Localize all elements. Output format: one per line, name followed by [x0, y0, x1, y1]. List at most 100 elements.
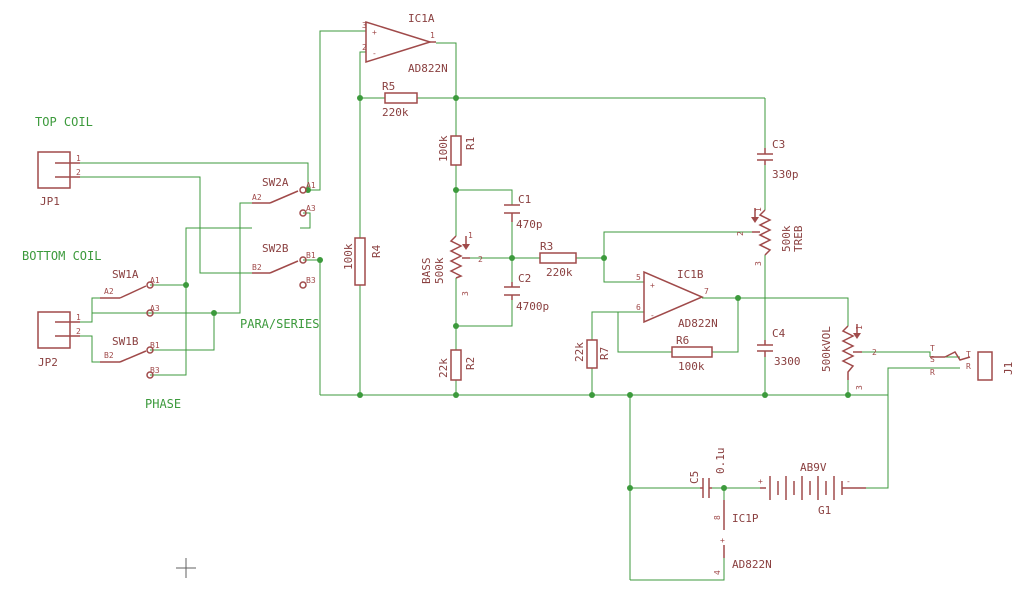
r1-label: R1 — [464, 137, 477, 150]
resistor-r7: 22k R7 — [573, 339, 611, 369]
jp1-label: JP1 — [40, 195, 60, 208]
bass-pin-2: 2 — [478, 255, 483, 264]
bass-pin-3: 3 — [461, 291, 470, 296]
ic1b-label: IC1B — [677, 268, 704, 281]
treb-pin-1: 1 — [754, 207, 763, 212]
treb-value: 500k — [780, 225, 793, 252]
bass-pin-1: 1 — [468, 231, 473, 240]
battery-plus: + — [758, 477, 763, 486]
r1-value: 100k — [437, 135, 450, 162]
capacitor-c1: C1 470p — [504, 193, 543, 231]
jp2-pin-1: 1 — [76, 313, 81, 322]
c2-label: C2 — [518, 272, 531, 285]
r5-value: 220k — [382, 106, 409, 119]
ic1p-plus: + — [720, 536, 725, 545]
net-label-bottom-coil: BOTTOM COIL — [22, 249, 101, 263]
opamp-ic1a: + - 3 2 1 IC1A AD822N — [362, 12, 448, 75]
j1-pin-t: T — [930, 344, 935, 353]
r3-label: R3 — [540, 240, 553, 253]
resistor-r6: R6 100k — [671, 334, 713, 373]
ic1b-pin-5: 5 — [636, 273, 641, 282]
ic1b-minus: - — [650, 311, 655, 320]
sw2a-label: SW2A — [262, 176, 289, 189]
ic1p-label: IC1P — [732, 512, 759, 525]
ic1p-pin-4: 4 — [713, 570, 722, 575]
ic1a-minus: - — [372, 49, 377, 58]
sw2b-pin-b1: B1 — [306, 251, 316, 260]
treb-pin-2: 2 — [736, 231, 745, 236]
ic1b-plus: + — [650, 281, 655, 290]
ic1b-pin-7: 7 — [704, 287, 709, 296]
ic1a-value: AD822N — [408, 62, 448, 75]
sw2a-pin-a3: A3 — [306, 204, 316, 213]
battery-minus: - — [846, 477, 851, 486]
c2-value: 4700p — [516, 300, 549, 313]
r7-label: R7 — [598, 347, 611, 360]
j1-pin-r: R — [930, 368, 935, 377]
sw1a-label: SW1A — [112, 268, 139, 281]
ic1p-pin-8: 8 — [713, 515, 722, 520]
sw2a-pin-a1: A1 — [306, 181, 316, 190]
switch-sw2a: SW2A A2 A1 A3 — [252, 176, 316, 217]
capacitor-c3: C3 330p — [757, 138, 799, 181]
sw1b-pin-b2: B2 — [104, 351, 114, 360]
jack-j1: T S R T R J1 — [930, 344, 1015, 381]
battery-label: G1 — [818, 504, 831, 517]
net-label-para-series: PARA/SERIES — [240, 317, 319, 331]
sw1b-pin-b1: B1 — [150, 341, 160, 350]
c4-label: C4 — [772, 327, 786, 340]
r3-value: 220k — [546, 266, 573, 279]
r4-label: R4 — [370, 244, 383, 258]
c3-label: C3 — [772, 138, 785, 151]
jp1-pin-2: 2 — [76, 168, 81, 177]
sw2b-pin-b2: B2 — [252, 263, 262, 272]
c4-value: 3300 — [774, 355, 801, 368]
r6-value: 100k — [678, 360, 705, 373]
power-ic1p: 8 4 + IC1P AD822N — [713, 500, 772, 575]
resistor-r4: 100k R4 — [342, 237, 383, 286]
r7-value: 22k — [573, 342, 586, 362]
resistor-r1: 100k R1 — [437, 135, 477, 166]
c5-value: 0.1u — [714, 448, 727, 475]
sw1b-pin-b3: B3 — [150, 366, 160, 375]
resistor-r3: R3 220k — [539, 240, 577, 279]
sw1a-pin-a3: A3 — [150, 304, 160, 313]
jp2-label: JP2 — [38, 356, 58, 369]
ic1a-pin-1: 1 — [430, 31, 435, 40]
ic1a-pin-3: 3 — [362, 21, 367, 30]
sw2b-label: SW2B — [262, 242, 289, 255]
battery-value: AB9V — [800, 461, 827, 474]
connector-jp1: 1 2 JP1 — [37, 151, 81, 208]
r5-label: R5 — [382, 80, 395, 93]
capacitor-c5: C5 0.1u — [688, 448, 727, 498]
origin-marker — [176, 558, 196, 578]
c1-label: C1 — [518, 193, 531, 206]
connector-jp2: 1 2 JP2 — [37, 311, 81, 369]
vol-label: VOL — [820, 326, 833, 346]
wires — [80, 30, 960, 581]
j1-pin-t-right: T — [966, 350, 971, 359]
j1-pin-s: S — [930, 355, 935, 364]
ic1b-pin-6: 6 — [636, 303, 641, 312]
switch-sw2b: SW2B B2 B1 B3 — [252, 242, 316, 289]
potentiometer-treb: 1 2 3 500k TREB — [736, 207, 805, 266]
r2-value: 22k — [437, 358, 450, 378]
j1-pin-r-right: R — [966, 362, 971, 371]
ic1a-label: IC1A — [408, 12, 435, 25]
sw2a-pin-a2: A2 — [252, 193, 262, 202]
c5-label: C5 — [688, 471, 701, 484]
battery-g1: + - AB9V G1 — [758, 461, 866, 517]
net-label-phase: PHASE — [145, 397, 181, 411]
potentiometer-bass: 1 2 3 BASS 500k — [420, 231, 483, 296]
jp1-pin-1: 1 — [76, 154, 81, 163]
bass-value: 500k — [433, 257, 446, 284]
vol-pin-1: 1 — [855, 325, 864, 330]
vol-value: 500k — [820, 345, 833, 372]
potentiometer-vol: 1 2 3 500k VOL — [820, 324, 877, 390]
c1-value: 470p — [516, 218, 543, 231]
resistor-r2: 22k R2 — [437, 349, 477, 381]
jp2-pin-2: 2 — [76, 327, 81, 336]
sw2b-pin-b3: B3 — [306, 276, 316, 285]
sw1b-label: SW1B — [112, 335, 139, 348]
